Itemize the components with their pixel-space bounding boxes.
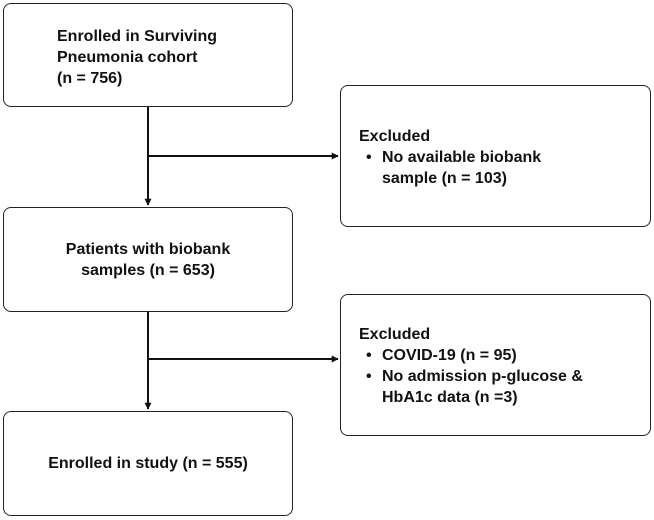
excluded-biobank-box: Excluded • No available biobank sample (… [340,85,651,227]
enrolled-cohort-line-1: Enrolled in Surviving [57,28,218,45]
excluded-covid-glucose-box: Excluded • COVID-19 (n = 95) • No admiss… [340,294,651,436]
biobank-samples-box: Patients with biobank samples (n = 653) [3,207,293,312]
excluded-title: Excluded [359,326,431,343]
excluded-title: Excluded [359,128,431,145]
excluded-item-line-2: HbA1c data (n =3) [382,389,518,406]
enrolled-study-box: Enrolled in study (n = 555) [3,411,293,516]
excluded-list: • COVID-19 (n = 95) • No admission p-glu… [359,345,650,408]
biobank-samples-line-2: samples (n = 653) [81,261,215,279]
excluded-list: • No available biobank sample (n = 103) [359,147,650,189]
bullet-icon: • [366,347,372,364]
excluded-item: • No admission p-glucose & HbA1c data (n… [359,366,650,408]
biobank-samples-line-1: Patients with biobank [65,240,231,258]
excluded-item: • No available biobank sample (n = 103) [359,147,650,189]
bullet-icon: • [366,368,372,385]
biobank-samples-text: Patients with biobank samples (n = 653) [66,239,230,281]
excluded-item-line-1: No available biobank [382,149,542,166]
excluded-item-line-1: No admission p-glucose & [382,368,583,385]
enrolled-study-text: Enrolled in study (n = 555) [48,455,248,472]
enrolled-cohort-box: Enrolled in Surviving Pneumonia cohort (… [3,3,293,107]
excluded-item: • COVID-19 (n = 95) [359,345,650,366]
enrolled-cohort-count: (n = 756) [57,70,123,87]
enrolled-cohort-line-2: Pneumonia cohort [57,49,198,66]
excluded-item-line-2: sample (n = 103) [382,170,507,187]
bullet-icon: • [366,149,372,166]
excluded-item-line-1: COVID-19 (n = 95) [382,347,517,364]
